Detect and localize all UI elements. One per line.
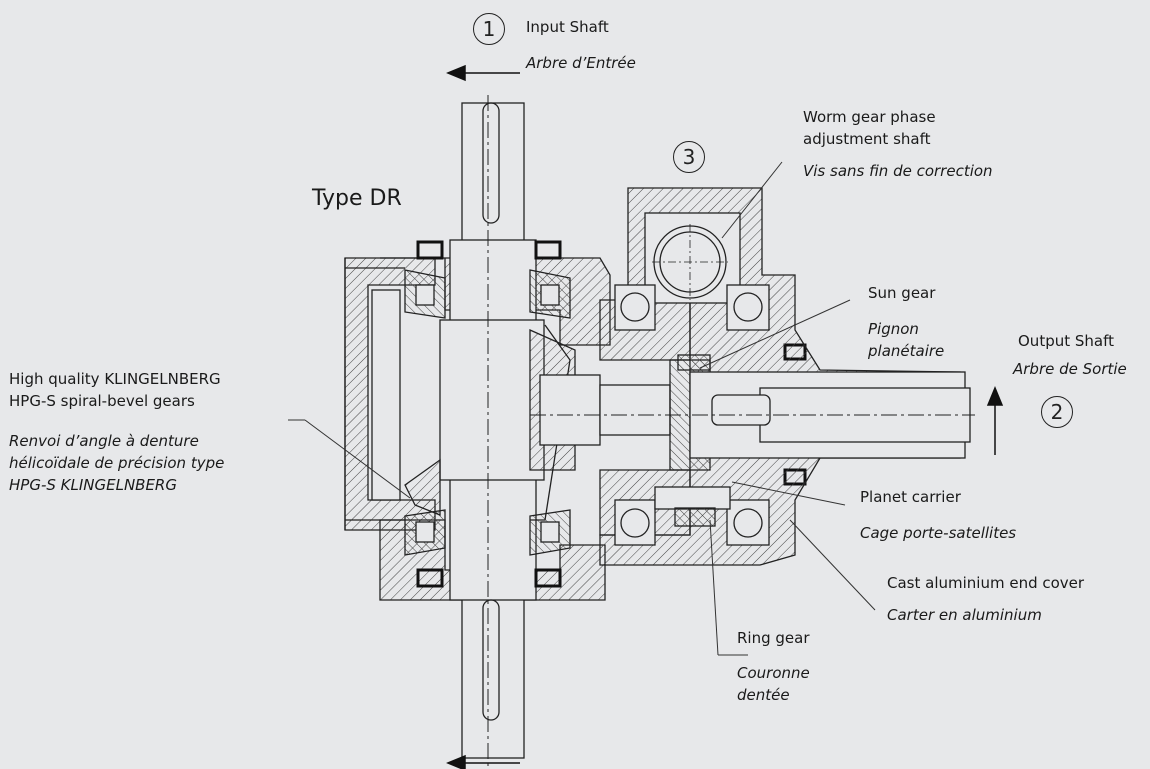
type-title: Type DR [312,186,402,211]
output-shaft-label-fr: Arbre de Sortie [1013,360,1127,378]
worm-number-badge: 3 [673,141,705,173]
end-cover-label-fr: Carter en aluminium [887,606,1042,624]
leader-lines [288,161,876,656]
direction-arrows [446,64,1004,769]
end-cover-label: Cast aluminium end cover [887,574,1085,592]
output-shaft-label: Output Shaft [1018,332,1114,350]
bevel-label-line1: High quality KLINGELNBERG [9,370,221,388]
bevel-label-line2: HPG-S spiral-bevel gears [9,392,195,410]
worm-label-line1: Worm gear phase [803,108,936,126]
bevel-label-fr3: HPG-S KLINGELNBERG [9,476,177,494]
input-shaft-label: Input Shaft [526,18,609,36]
input-shaft [439,95,545,768]
input-number-badge: 1 [473,13,505,45]
ball-bearings [614,284,770,546]
worm-label-fr: Vis sans fin de correction [803,162,993,180]
output-number-badge: 2 [1041,396,1073,428]
planet-carrier-label-fr: Cage porte-satellites [860,524,1017,542]
bevel-label-fr2: hélicoïdale de précision type [9,454,225,472]
right-housing [530,187,975,566]
input-shaft-label-fr: Arbre d’Entrée [526,54,636,72]
planet-carrier-label: Planet carrier [860,488,961,506]
ring-gear-label-fr1: Couronne [737,664,810,682]
ring-gear-label-fr2: dentée [737,686,790,704]
sun-gear-label: Sun gear [868,284,936,302]
sun-gear-label-fr1: Pignon [868,320,919,338]
taper-bearings [404,269,571,556]
sun-gear-label-fr2: planétaire [868,342,945,360]
ring-gear-label: Ring gear [737,629,810,647]
worm-label-line2: adjustment shaft [803,130,931,148]
left-housing [344,257,436,531]
bevel-label-fr1: Renvoi d’angle à denture [9,432,199,450]
planet-pins [654,354,731,527]
